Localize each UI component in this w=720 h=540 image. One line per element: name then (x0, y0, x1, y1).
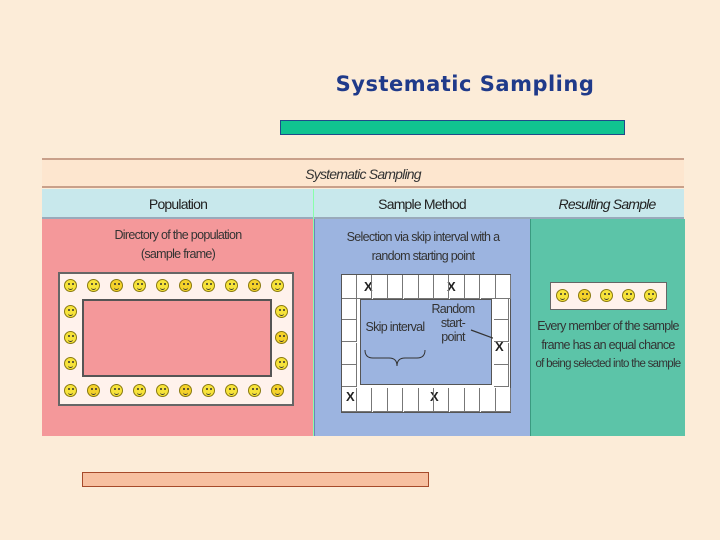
skip-interval-grid: Random start- point Skip interval X X X … (341, 274, 511, 413)
random-start-label-3: point (441, 330, 465, 344)
grid-cell (494, 365, 509, 387)
smiley-face-icon (87, 279, 100, 292)
grid-cell (342, 342, 357, 365)
grid-cell (480, 275, 496, 299)
skip-interval-label: Skip interval (365, 320, 426, 334)
result-text-line2: frame has an equal chance (541, 338, 675, 352)
title-underline-bar (280, 120, 625, 135)
grid-cell (372, 275, 388, 299)
result-text-line3: of being selected into the sample (535, 358, 681, 370)
grid-cell (494, 297, 509, 320)
sad-face-icon (271, 384, 284, 397)
slide-title: Systematic Sampling (335, 72, 595, 96)
sample-frame-inner (82, 299, 272, 377)
smiley-face-icon (271, 279, 284, 292)
sad-face-icon (578, 289, 591, 302)
method-text-line2: random starting point (371, 249, 475, 263)
systematic-sampling-figure: Systematic Sampling Population Sample Me… (42, 158, 685, 436)
grid-cell (496, 275, 511, 299)
random-start-label-1: Random (431, 302, 475, 316)
grid-cell (419, 388, 434, 412)
grid-cell (357, 388, 373, 412)
grid-cell (465, 275, 481, 299)
figure-title-band: Systematic Sampling (42, 158, 684, 188)
header-population: Population (148, 196, 208, 212)
smiley-face-icon (110, 384, 123, 397)
grid-cell (357, 275, 373, 299)
smiley-face-icon (225, 279, 238, 292)
sad-face-icon (275, 331, 288, 344)
smiley-face-icon (202, 279, 215, 292)
sample-method-panel: Selection via skip interval with a rando… (314, 219, 531, 436)
smiley-face-icon (133, 384, 146, 397)
smiley-face-icon (156, 279, 169, 292)
sad-face-icon (87, 384, 100, 397)
x-mark: X (346, 389, 355, 404)
smiley-face-icon (64, 279, 77, 292)
population-panel: Directory of the population (sample fram… (42, 219, 314, 436)
smiley-face-icon (275, 357, 288, 370)
sample-faces-box (550, 282, 667, 310)
population-text-line2: (sample frame) (140, 247, 216, 261)
x-mark: X (430, 389, 439, 404)
grid-cell (372, 388, 388, 412)
grid-cell (494, 342, 509, 365)
grid-cell (342, 365, 357, 387)
sad-face-icon (179, 279, 192, 292)
result-text-line1: Every member of the sample (537, 319, 679, 333)
smiley-face-icon (556, 289, 569, 302)
smiley-face-icon (644, 289, 657, 302)
grid-cell (449, 388, 465, 412)
population-text-line1: Directory of the population (114, 228, 242, 242)
header-sample-method: Sample Method (378, 196, 466, 212)
grid-cell (465, 388, 481, 412)
grid-cell (434, 275, 450, 299)
column-header-row: Population Sample Method Resulting Sampl… (42, 189, 684, 219)
grid-cell (342, 297, 357, 320)
smiley-face-icon (275, 305, 288, 318)
grid-cell (480, 388, 496, 412)
grid-cell (342, 320, 357, 342)
method-text-line1: Selection via skip interval with a (346, 230, 500, 244)
smiley-face-icon (600, 289, 613, 302)
x-mark: X (364, 279, 373, 294)
grid-annotations (364, 329, 493, 367)
grid-cell (403, 388, 419, 412)
footer-bar (82, 472, 429, 487)
column-divider (313, 189, 314, 436)
arrow-icon (470, 329, 493, 339)
grid-cell (494, 320, 509, 342)
random-start-label-2: start- (440, 316, 466, 330)
smiley-face-icon (622, 289, 635, 302)
header-resulting-sample: Resulting Sample (558, 196, 657, 212)
smiley-face-icon (202, 384, 215, 397)
smiley-face-icon (133, 279, 146, 292)
grid-inner-area: Random start- point Skip interval (360, 299, 493, 385)
grid-cell (419, 275, 434, 299)
sample-frame-box (58, 272, 294, 406)
smiley-face-icon (248, 384, 261, 397)
skip-interval-brace (364, 349, 426, 367)
smiley-face-icon (64, 357, 77, 370)
grid-cell (449, 275, 465, 299)
grid-cell (388, 275, 404, 299)
sad-face-icon (248, 279, 261, 292)
smiley-face-icon (64, 305, 77, 318)
x-mark: X (447, 279, 456, 294)
smiley-face-icon (156, 384, 169, 397)
grid-cell (403, 275, 419, 299)
x-mark-random-start: X (495, 339, 504, 354)
sad-face-icon (110, 279, 123, 292)
sad-face-icon (179, 384, 192, 397)
grid-cell (342, 388, 357, 412)
resulting-sample-panel: Every member of the sample frame has an … (530, 219, 685, 436)
smiley-face-icon (64, 384, 77, 397)
grid-cell (434, 388, 450, 412)
grid-cell (496, 388, 511, 412)
smiley-face-icon (225, 384, 238, 397)
smiley-face-icon (64, 331, 77, 344)
figure-title: Systematic Sampling (305, 166, 421, 182)
grid-cell (388, 388, 404, 412)
grid-cell (342, 275, 357, 299)
